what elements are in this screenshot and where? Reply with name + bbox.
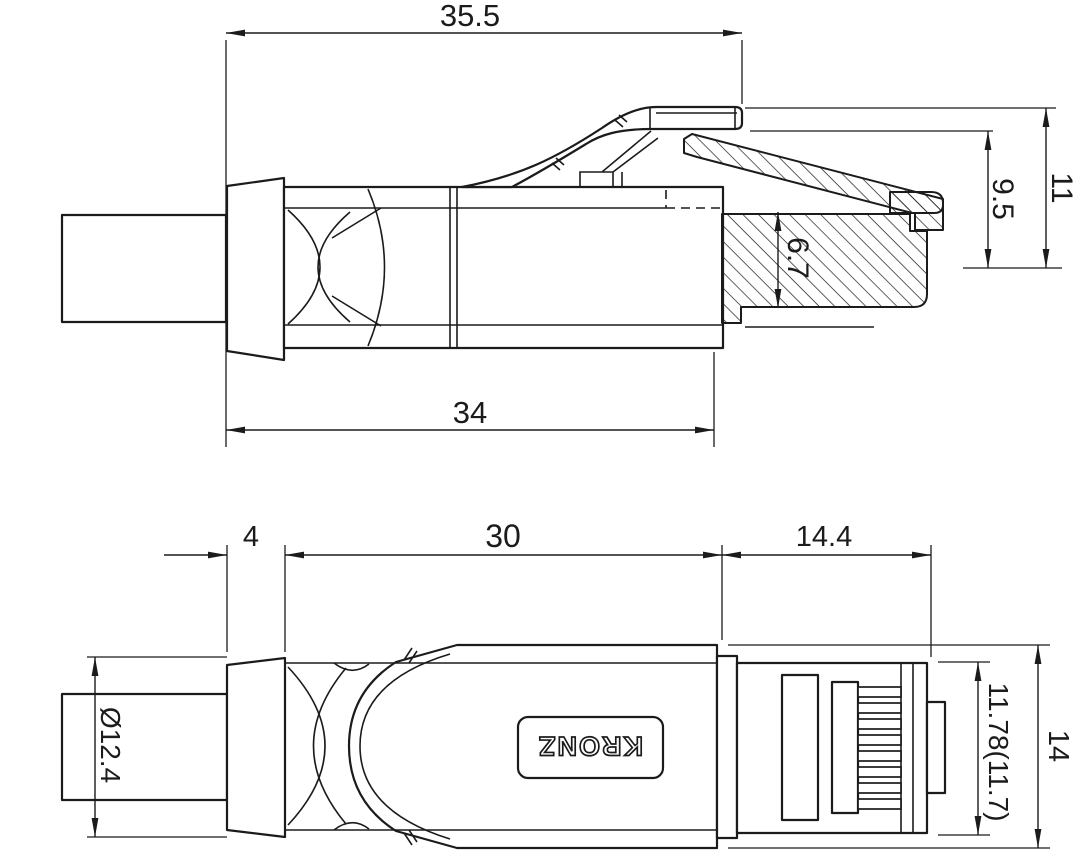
collar — [715, 654, 739, 840]
dim-cable-diameter-label: Ø12.4 — [95, 707, 126, 783]
dim-shell-width-label: 14 — [1042, 730, 1074, 762]
strain-relief-diag-lower — [331, 295, 382, 327]
pin-contact — [857, 734, 902, 746]
pin-contact — [857, 718, 902, 730]
strain-relief-curve-left — [317, 211, 351, 323]
pin-contact — [857, 782, 902, 794]
strain-relief-curve-right — [287, 209, 321, 325]
dim-overall-length-label: 35.5 — [440, 0, 500, 33]
top-view: KRONZ 4 30 14.4 Ø12.4 11.78(11.7) 14 — [60, 518, 1074, 850]
cable-outline — [60, 213, 228, 324]
latch-protector-band — [460, 105, 744, 189]
pin-contact — [857, 798, 902, 810]
dim-body-length-label: 34 — [453, 395, 487, 430]
side-view: 35.5 34 11 9.5 6.7 — [60, 0, 1078, 447]
dim-latch-height-label: 9.5 — [986, 178, 1019, 220]
finger-tip-lower — [333, 821, 370, 831]
plug-nose-tab — [925, 700, 947, 795]
brand-badge — [516, 715, 665, 780]
band-break-mark-1 — [551, 157, 565, 171]
pin-contact — [857, 766, 902, 778]
strain-relief-arc — [367, 188, 386, 347]
boot-ring — [225, 176, 286, 362]
plug-window-2 — [830, 680, 860, 815]
finger-tip-upper — [333, 662, 370, 672]
shell-inner-arc — [359, 653, 451, 840]
boot-ring-top — [225, 656, 287, 839]
housing-section-upper — [889, 191, 944, 231]
dim-plug-width-label: 11.78(11.7) — [983, 682, 1014, 821]
pin-contact — [857, 702, 902, 714]
pin-contact — [857, 750, 902, 762]
plug-window-1 — [780, 673, 820, 822]
strain-relief-top-curve-right — [287, 666, 326, 826]
dim-boot-ring-label: 4 — [243, 521, 259, 553]
contact-pins — [857, 686, 902, 810]
band-break-mark-2 — [614, 114, 628, 128]
strain-relief-diag-upper — [331, 207, 382, 239]
brand-logo-text: KRONZ — [537, 731, 643, 761]
chamfer-break-mark-top — [403, 647, 418, 664]
dim-plug-length-label: 14.4 — [796, 521, 852, 553]
strain-relief-top-curve-left — [312, 667, 347, 825]
pin-contact — [857, 686, 902, 698]
dim-shell-length-label: 30 — [485, 518, 521, 554]
housing-section-main — [721, 213, 928, 324]
dim-contact-block-height-label: 6.7 — [781, 237, 814, 279]
connector-body — [282, 185, 725, 350]
dim-overall-height-label: 11 — [1045, 172, 1078, 203]
shell-outline — [347, 643, 719, 850]
cable-outline-top — [60, 692, 229, 802]
latch-wedge — [579, 130, 659, 187]
chamfer-break-mark-bottom — [403, 829, 418, 846]
